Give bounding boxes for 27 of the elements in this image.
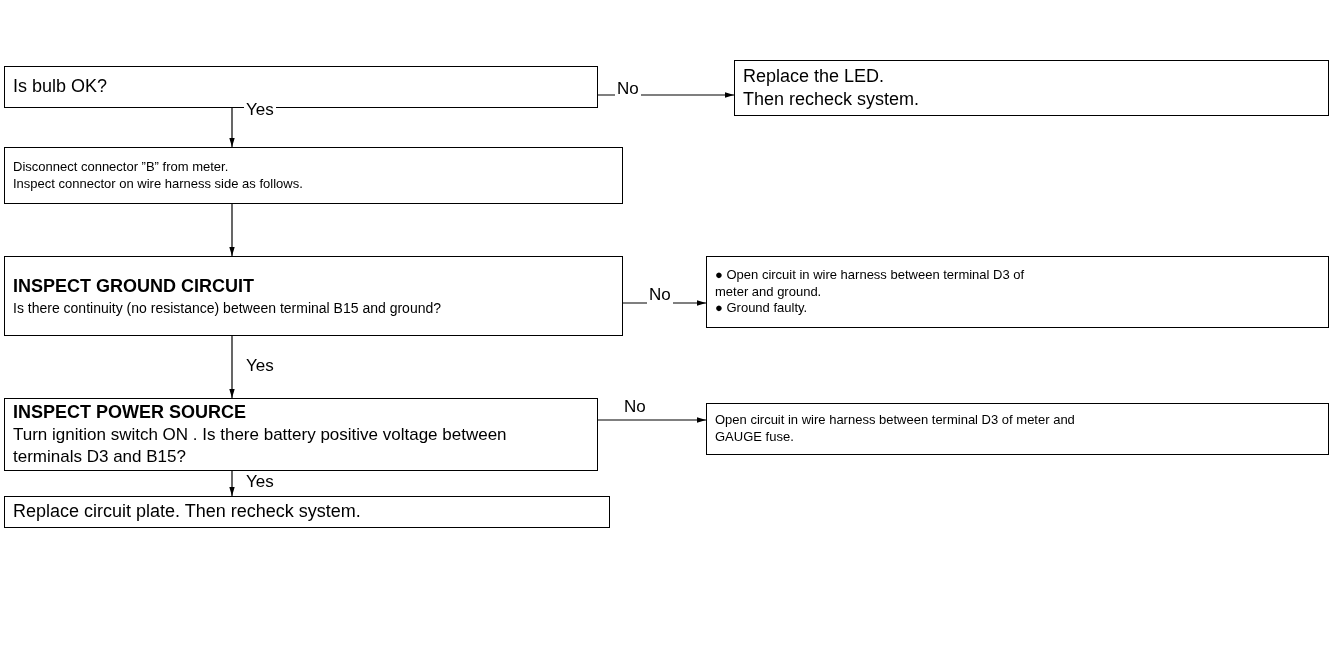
box-text: Is bulb OK? bbox=[13, 75, 109, 99]
box-text: Inspect connector on wire harness side as follows. bbox=[13, 175, 304, 193]
process-box bbox=[4, 398, 598, 471]
process-box bbox=[4, 496, 610, 528]
arrow bbox=[229, 107, 235, 148]
heading-text: INSPECT GROUND CIRCUIT bbox=[13, 275, 255, 299]
edge-label: No bbox=[647, 286, 673, 305]
box-text: Disconnect connector ”B” from meter. bbox=[13, 158, 230, 176]
arrow bbox=[229, 470, 235, 497]
process-box bbox=[4, 147, 623, 204]
process-box bbox=[706, 256, 1329, 328]
arrow bbox=[229, 335, 235, 399]
box-text: Open circuit in wire harness between terminal D3 of meter and GAUGE fuse. bbox=[715, 412, 1076, 446]
box-text: Turn ignition switch ON . Is there battery positive voltage between terminals D3 and B15? bbox=[13, 424, 508, 469]
process-box bbox=[734, 60, 1329, 116]
box-text: Replace the LED. bbox=[743, 64, 886, 88]
arrow bbox=[597, 417, 707, 423]
box-text: Then recheck system. bbox=[743, 88, 921, 111]
box-text: ● Ground faulty. bbox=[715, 300, 809, 318]
edge-label: No bbox=[615, 80, 641, 99]
heading-text: INSPECT POWER SOURCE bbox=[13, 400, 248, 424]
process-box bbox=[4, 256, 623, 336]
box-text: Replace circuit plate. Then recheck system. bbox=[13, 500, 362, 524]
arrow bbox=[229, 203, 235, 257]
box-text: Is there continuity (no resistance) between terminal B15 and ground? bbox=[13, 298, 443, 317]
process-box bbox=[706, 403, 1329, 455]
box-text: ● Open circuit in wire harness between terminal D3 of meter and ground. bbox=[715, 266, 1026, 301]
